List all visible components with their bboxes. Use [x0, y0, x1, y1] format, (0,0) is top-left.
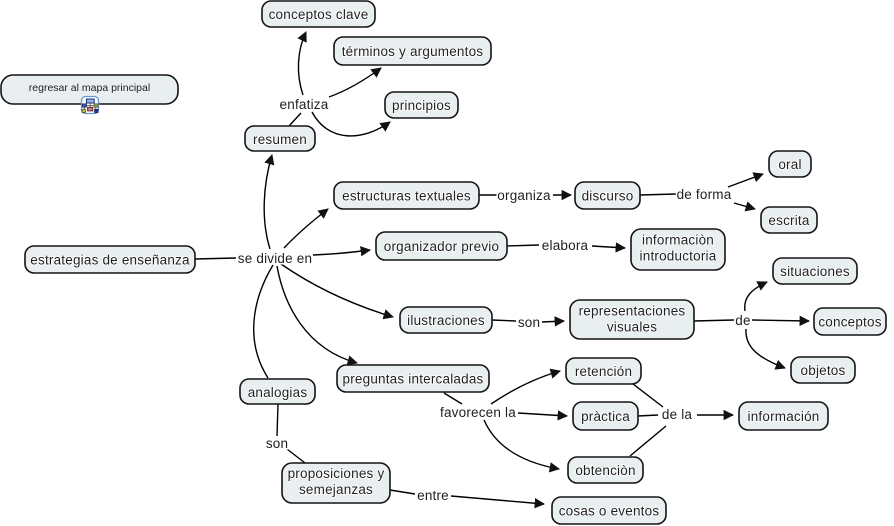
svg-text:informaciòn: informaciòn	[642, 233, 714, 248]
svg-text:ilustraciones: ilustraciones	[407, 313, 485, 328]
svg-text:objetos: objetos	[801, 363, 846, 378]
svg-text:enfatiza: enfatiza	[280, 97, 329, 112]
svg-text:introductoria: introductoria	[640, 249, 717, 264]
svg-text:son: son	[266, 436, 288, 451]
svg-text:visuales: visuales	[607, 320, 657, 335]
svg-text:oral: oral	[778, 157, 801, 172]
svg-text:de la: de la	[662, 407, 693, 422]
svg-text:estrategias de enseñanza: estrategias de enseñanza	[30, 253, 190, 268]
svg-text:organizador previo: organizador previo	[384, 239, 499, 254]
svg-text:conceptos clave: conceptos clave	[269, 7, 369, 22]
svg-text:semejanzas: semejanzas	[299, 482, 373, 497]
svg-text:son: son	[518, 315, 540, 330]
svg-text:pràctica: pràctica	[581, 409, 630, 424]
svg-text:de forma: de forma	[677, 187, 732, 202]
svg-text:principios: principios	[392, 98, 451, 113]
svg-text:entre: entre	[417, 488, 449, 503]
svg-text:situaciones: situaciones	[780, 264, 850, 279]
svg-text:obtenciòn: obtenciòn	[575, 463, 635, 478]
svg-text:cosas o eventos: cosas o eventos	[559, 504, 660, 519]
svg-text:preguntas intercaladas: preguntas intercaladas	[343, 372, 484, 387]
svg-text:términos y argumentos: términos y argumentos	[342, 44, 484, 59]
svg-text:de: de	[735, 313, 750, 328]
svg-text:elabora: elabora	[542, 238, 589, 253]
svg-text:proposiciones y: proposiciones y	[288, 466, 385, 481]
svg-text:representaciones: representaciones	[579, 304, 686, 319]
svg-text:discurso: discurso	[582, 189, 634, 204]
svg-text:estructuras textuales: estructuras textuales	[342, 189, 471, 204]
svg-text:regresar al mapa principal: regresar al mapa principal	[29, 82, 150, 94]
svg-text:organiza: organiza	[497, 188, 551, 203]
svg-text:analogias: analogias	[248, 385, 308, 400]
svg-text:escrita: escrita	[768, 213, 809, 228]
svg-text:se divide en: se divide en	[238, 251, 312, 266]
svg-text:favorecen la: favorecen la	[440, 405, 516, 420]
svg-text:resumen: resumen	[253, 132, 307, 147]
svg-text:conceptos: conceptos	[818, 315, 881, 330]
svg-text:retención: retención	[575, 364, 632, 379]
svg-text:información: información	[748, 409, 820, 424]
